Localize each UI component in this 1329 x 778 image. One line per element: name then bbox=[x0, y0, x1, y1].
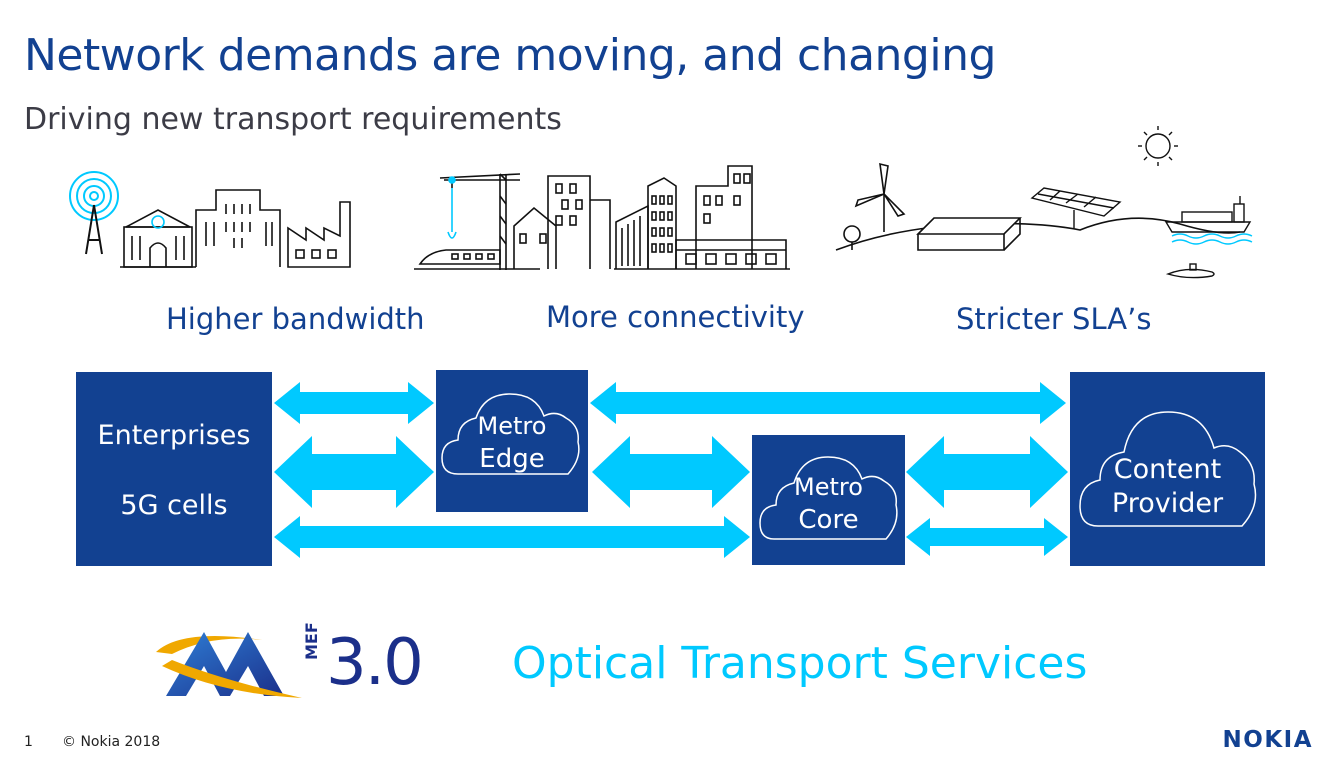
node-metro-core-line2: Core bbox=[798, 505, 859, 535]
mef-logo: MEF 3.0 bbox=[152, 620, 472, 710]
submarine-icon bbox=[1165, 263, 1215, 279]
arrow-enterprise-edge-top bbox=[274, 382, 434, 424]
node-5g-cells-label: 5G cells bbox=[120, 490, 228, 521]
bank-icon bbox=[120, 209, 196, 268]
wind-turbine-icon bbox=[854, 162, 906, 232]
arrow-edge-content bbox=[590, 382, 1066, 424]
mef-version: 3.0 bbox=[326, 626, 424, 700]
cloud-icon bbox=[441, 393, 580, 475]
city-buildings-icon bbox=[513, 165, 790, 270]
data-center-icon bbox=[916, 217, 1022, 251]
node-enterprises-label: Enterprises bbox=[97, 420, 251, 451]
crane-icon bbox=[439, 173, 521, 270]
page-subtitle: Driving new transport requirements bbox=[24, 102, 562, 137]
antenna-icon bbox=[69, 171, 119, 255]
category-more-connectivity: More connectivity bbox=[546, 300, 805, 334]
sun-icon bbox=[1138, 126, 1178, 166]
mef-logo-graphic bbox=[156, 632, 302, 698]
node-content-provider: Content Provider bbox=[1070, 372, 1265, 566]
arrow-core-content-big bbox=[906, 436, 1068, 508]
train-icon bbox=[414, 249, 540, 270]
arrow-edge-core bbox=[592, 436, 750, 508]
copyright: © Nokia 2018 bbox=[62, 734, 161, 750]
cloud-icon bbox=[1079, 411, 1257, 527]
node-metro-edge-line2: Edge bbox=[479, 444, 545, 474]
page-title: Network demands are moving, and changing bbox=[24, 30, 996, 81]
ship-icon bbox=[1164, 196, 1253, 245]
arrow-enterprise-edge-big bbox=[274, 436, 434, 508]
hill-line bbox=[835, 217, 1241, 251]
office-building-icon bbox=[195, 189, 281, 267]
node-metro-core: Metro Core bbox=[752, 435, 905, 565]
mef-text: MEF bbox=[302, 622, 321, 660]
node-metro-core-line1: Metro bbox=[794, 473, 863, 501]
arrow-core-content-small bbox=[906, 518, 1068, 556]
arrow-enterprise-core bbox=[274, 516, 750, 558]
factory-icon bbox=[287, 201, 351, 268]
node-content-line2: Provider bbox=[1111, 488, 1224, 519]
connection-arrows bbox=[274, 382, 1068, 558]
tree-icon bbox=[843, 225, 861, 250]
node-content-line1: Content bbox=[1113, 454, 1222, 485]
page-number: 1 bbox=[24, 734, 33, 750]
nokia-logo: NOKIA bbox=[1222, 727, 1313, 753]
service-label: Optical Transport Services bbox=[512, 638, 1088, 689]
cloud-icon bbox=[759, 456, 898, 540]
category-higher-bandwidth: Higher bandwidth bbox=[166, 302, 425, 336]
node-metro-edge-line1: Metro bbox=[477, 412, 547, 440]
node-enterprises: Enterprises 5G cells bbox=[76, 372, 272, 566]
category-stricter-sla: Stricter SLA’s bbox=[956, 302, 1152, 336]
node-metro-edge: Metro Edge bbox=[436, 370, 588, 512]
solar-panel-icon bbox=[1030, 187, 1122, 228]
